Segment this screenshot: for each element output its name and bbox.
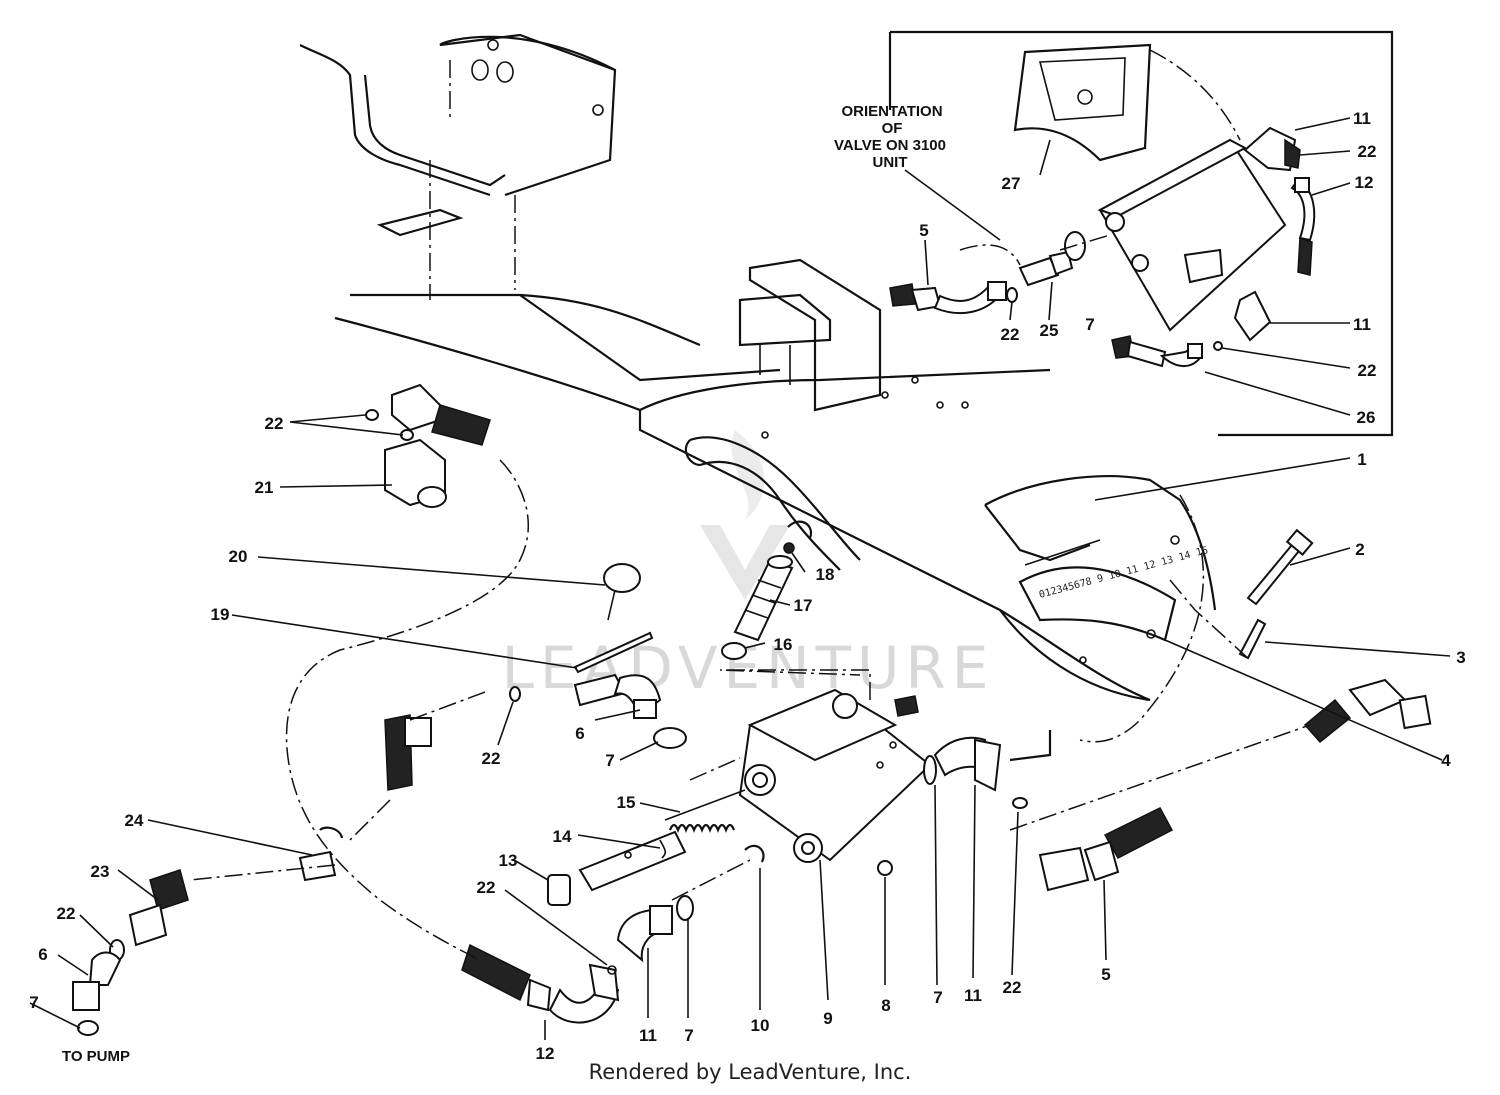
- callout-22: 22: [265, 414, 284, 433]
- inset-caption: ORIENTATION OF VALVE ON 3100 UNIT: [834, 103, 946, 171]
- callout-24: 24: [125, 811, 144, 830]
- callout-10: 10: [751, 1016, 770, 1035]
- gauge-scale: 012345678 9 10 11 12 13 14 15: [1038, 545, 1210, 601]
- caption-line-4: UNIT: [873, 154, 908, 171]
- callout-20: 20: [229, 547, 248, 566]
- control-valve-assembly: [72, 383, 1432, 1036]
- callout-7: 7: [684, 1026, 693, 1045]
- callout-22: 22: [1358, 361, 1377, 380]
- callout-25: 25: [1040, 321, 1059, 340]
- callout-2: 2: [1355, 540, 1364, 559]
- callout-7: 7: [1085, 315, 1094, 334]
- credit-text: Rendered by LeadVenture, Inc.: [588, 1060, 912, 1084]
- callout-7: 7: [29, 993, 38, 1012]
- to-pump-label: TO PUMP: [62, 1048, 130, 1065]
- inset-box: [888, 30, 1394, 437]
- callout-21: 21: [255, 478, 274, 497]
- caption-line-2: OF: [882, 120, 903, 137]
- leader-lines: [29, 117, 1451, 1040]
- callout-22: 22: [482, 749, 501, 768]
- callout-22: 22: [477, 878, 496, 897]
- callout-5: 5: [1101, 965, 1110, 984]
- part-callouts: 11 22 12 27 5 22 25 7 11 22 26 22 21 1 2…: [29, 109, 1465, 1063]
- callout-13: 13: [499, 851, 518, 870]
- callout-22: 22: [1358, 142, 1377, 161]
- callout-22: 22: [1003, 978, 1022, 997]
- callout-1: 1: [1357, 450, 1366, 469]
- callout-4: 4: [1441, 751, 1451, 770]
- callout-18: 18: [816, 565, 835, 584]
- callout-12: 12: [1355, 173, 1374, 192]
- callout-11: 11: [639, 1026, 657, 1045]
- callout-27: 27: [1002, 174, 1021, 193]
- callout-9: 9: [823, 1009, 832, 1028]
- callout-11: 11: [1353, 315, 1371, 334]
- callout-12: 12: [536, 1044, 555, 1063]
- callout-22: 22: [57, 904, 76, 923]
- callout-23: 23: [91, 862, 110, 881]
- callout-6: 6: [38, 945, 47, 964]
- callout-11: 11: [1353, 109, 1371, 128]
- callout-19: 19: [211, 605, 230, 624]
- callout-7: 7: [933, 988, 942, 1007]
- callout-8: 8: [881, 996, 890, 1015]
- callout-16: 16: [774, 635, 793, 654]
- caption-line-1: ORIENTATION: [841, 103, 942, 120]
- callout-7: 7: [605, 751, 614, 770]
- callout-3: 3: [1456, 648, 1465, 667]
- callout-5: 5: [919, 221, 928, 240]
- callout-22: 22: [1001, 325, 1020, 344]
- caption-line-3: VALVE ON 3100: [834, 137, 946, 154]
- callout-17: 17: [794, 596, 813, 615]
- tractor-frame: [299, 33, 1217, 762]
- callout-11: 11: [964, 986, 982, 1005]
- callout-15: 15: [617, 793, 636, 812]
- callout-26: 26: [1357, 408, 1376, 427]
- callout-14: 14: [553, 827, 572, 846]
- callout-6: 6: [575, 724, 584, 743]
